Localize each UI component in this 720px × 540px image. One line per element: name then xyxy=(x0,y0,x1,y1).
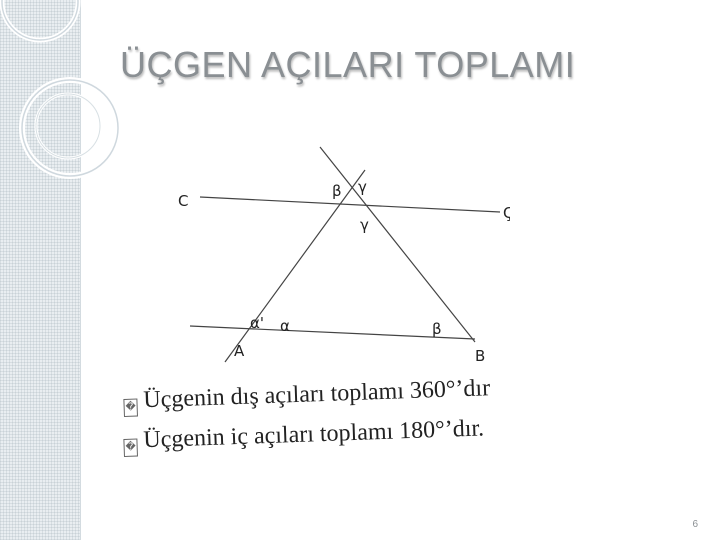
slide-title: ÜÇGEN AÇILARI TOPLAMI xyxy=(120,44,576,85)
decorative-circle xyxy=(0,0,81,43)
label-c: C xyxy=(178,192,188,210)
label-beta-top: β xyxy=(332,182,342,200)
triangle-angle-diagram: C Ç β γ γ α' α β A B xyxy=(178,146,510,365)
line-c-c-cedilla xyxy=(199,196,501,213)
page-number: 6 xyxy=(692,519,698,530)
label-beta-bottom: β xyxy=(432,320,442,338)
line-a-b xyxy=(189,325,476,340)
label-gamma-inner: γ xyxy=(360,216,369,234)
label-a: A xyxy=(234,342,245,360)
decorative-circle xyxy=(21,79,119,177)
decorative-circle xyxy=(1,0,79,41)
triangle-side-b xyxy=(319,146,476,343)
label-gamma-top: γ xyxy=(358,178,367,196)
label-alpha-prime: α' xyxy=(250,314,264,332)
decorative-circle xyxy=(35,93,101,159)
label-alpha: α xyxy=(280,317,290,335)
label-b: B xyxy=(475,347,485,365)
label-c-cedilla: Ç xyxy=(503,204,510,222)
triangle-side-a xyxy=(224,169,366,363)
